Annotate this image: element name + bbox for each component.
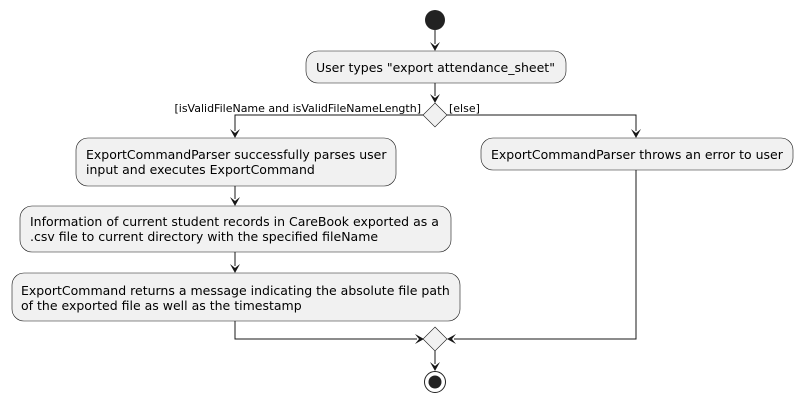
start-node	[425, 10, 445, 30]
arrowhead	[631, 129, 641, 138]
arrowhead	[430, 94, 440, 103]
arrowhead	[230, 129, 240, 138]
guard-else-label: [else]	[449, 102, 480, 115]
activity-records-exported-line-1: Information of current student records i…	[30, 214, 439, 229]
arrowhead	[230, 264, 240, 273]
stop-node-outer	[424, 371, 446, 393]
merge-diamond	[422, 326, 448, 352]
activity-parser-success	[75, 137, 397, 187]
guard-valid-label: [isValidFileName and isValidFileNameLeng…	[174, 102, 421, 115]
edge-returns-message-to-merge	[234, 321, 417, 340]
activity-returns-message	[11, 272, 461, 322]
stop-node-inner	[428, 375, 442, 389]
arrowhead	[430, 42, 440, 51]
activity-parser-success-label: ExportCommandParser successfully parses …	[86, 147, 390, 177]
arrowhead	[230, 197, 240, 206]
activity-user-types	[305, 50, 567, 84]
edge-decision-to-parser-success	[234, 114, 423, 131]
activity-returns-message-line-1: ExportCommand returns a message indicati…	[21, 283, 450, 298]
activity-user-types-label: User types "export attendance_sheet"	[316, 60, 555, 75]
activity-parser-success-line-2: input and executes ExportCommand	[86, 162, 315, 177]
activity-records-exported-label: Information of current student records i…	[30, 214, 443, 244]
activity-returns-message-line-2: of the exported file as well as the time…	[21, 298, 302, 313]
activity-returns-message-label: ExportCommand returns a message indicati…	[21, 283, 454, 313]
activity-parser-error	[480, 137, 794, 171]
decision-diamond	[422, 102, 448, 128]
edge-decision-to-parser-error	[447, 114, 637, 131]
arrowhead	[415, 334, 424, 344]
activity-parser-error-label: ExportCommandParser throws an error to u…	[491, 147, 784, 162]
arrowhead	[447, 334, 456, 344]
activity-parser-success-line-1: ExportCommandParser successfully parses …	[86, 147, 387, 162]
arrowhead	[430, 362, 440, 371]
activity-records-exported-line-2: .csv file to current directory with the …	[30, 229, 378, 244]
edge-parser-error-to-merge	[454, 170, 637, 340]
